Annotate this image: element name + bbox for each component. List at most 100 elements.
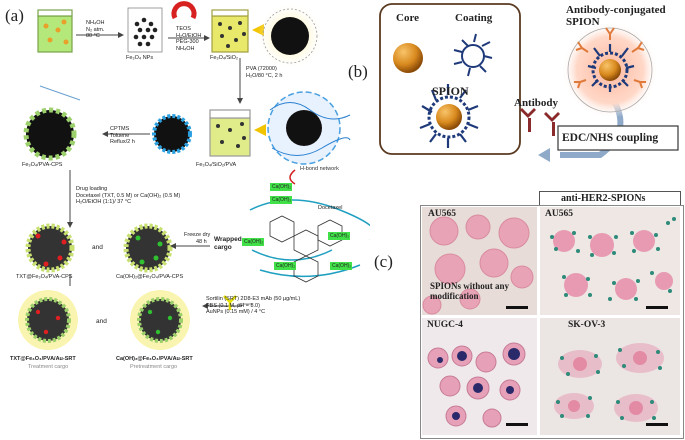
cptms-solvent: Toluene (110, 132, 130, 139)
caption-line1: SPIONs without any (430, 281, 510, 291)
label-spion: SPION (432, 84, 469, 98)
beaker-fe3o4-sio2-pva (209, 109, 251, 157)
panel-b-graphics (379, 3, 679, 162)
conjugated-line1: Antibody-conjugated (566, 4, 666, 16)
cell-label-3: NUGC-4 (427, 320, 463, 330)
conjugated-line2: SPION (566, 16, 600, 28)
label-antibody: Antibody (514, 97, 559, 109)
drug-loading-title: Drug loading (76, 186, 108, 192)
micrograph-nugc4 (422, 318, 537, 435)
caption-line2: modification (430, 291, 479, 301)
antibody-shape (520, 108, 560, 136)
cptms-step: CPTMS Toluene Reflux/2 h (110, 126, 135, 146)
reagent-temp: 80 °C (86, 33, 100, 39)
freeze-dry-step: Freeze dry 48 h (184, 232, 210, 245)
cptms-reagent: CPTMS (110, 126, 130, 132)
reagent-n2: N₂ atm. (86, 26, 105, 33)
cell-label-2: AU565 (545, 209, 573, 219)
fe3o4-pva-cps-particle (23, 107, 77, 161)
her2-header-box (539, 191, 681, 206)
pbs-reagent: PBS (0.1 M, pH = 8.0) (206, 302, 260, 309)
label-treatment: Treatment cargo (28, 364, 69, 370)
swirl-particle (152, 114, 192, 154)
conjugated-spion (562, 22, 658, 118)
txt-au-srt-particle (18, 290, 78, 350)
drug-loading-reagents: Docetaxel (TXT, 0.5 M) or Ca(OH)₂ (0.5 M… (76, 192, 181, 199)
freeze-dry-label: Freeze dry (184, 232, 211, 238)
label-ca-au-srt: Ca(OH)₂@Fe₃O₄/PVA/Au-SRT (116, 356, 193, 362)
magnet-icon (171, 1, 197, 20)
caoh-tag-6: Ca(OH)₂ (332, 263, 352, 269)
sortilin-step: Sortilin (SRT) 2D8-E3 mAb (50 µg/mL) PBS… (206, 296, 300, 316)
step2-reagents: TEOS H₂O/EtOH PEG-300 NH₄OH (176, 26, 201, 52)
panel-a-graphics (18, 1, 370, 350)
sortilin-reagent: Sortilin (SRT) 2D8-E3 mAb (50 µg/mL) (206, 296, 301, 302)
cells-au565-control (422, 214, 534, 315)
panel-label-c: (c) (374, 252, 393, 271)
aunps-reagent: AuNPs (0.15 mM) / 4 °C (206, 309, 266, 315)
drug-loading-step: Drug loading Docetaxel (TXT, 0.5 M) or C… (76, 186, 180, 206)
micrograph-grid (420, 205, 684, 439)
docetaxel-network (242, 169, 370, 283)
caoh-tag-4: Ca(OH)₂ (244, 239, 264, 245)
caoh-tag-5: Ca(OH)₂ (276, 263, 296, 269)
micrograph-au565-control (422, 207, 537, 315)
panel-label-b: (b) (348, 62, 368, 81)
cells-nugc4 (427, 342, 526, 428)
scalebar-3 (506, 423, 528, 426)
pva-conditions: H₂O/80 °C, 2 h (246, 72, 283, 79)
label-coating: Coating (455, 12, 493, 24)
reagent-nh4oh: NH₄OH (86, 20, 105, 26)
cell-label-4: SK-OV-3 (568, 320, 606, 330)
wrapped-cargo: Wrapped cargo (214, 236, 242, 251)
pva-step: PVA (72000) H₂O/80 °C, 2 h (246, 66, 282, 79)
pva-network-particle (267, 91, 351, 165)
fe3o4-sio2-particle (256, 2, 324, 70)
step1-reagents: NH₄OH N₂ atm. 80 °C (86, 20, 104, 40)
caoh-tag-3: Ca(OH)₂ (330, 233, 350, 239)
edc-box (557, 125, 679, 151)
scalebar-2 (646, 306, 668, 309)
caoh-tag-2: Ca(OH)₂ (272, 197, 292, 203)
reagent-teos: TEOS (176, 26, 191, 32)
label-anti-her2: anti-HER2-SPIONs (561, 193, 646, 204)
cells-au565-her2 (550, 217, 676, 301)
label-ca-pva-cps: Ca(OH)₂@Fe₃O₄/PVA-CPS (116, 274, 184, 280)
core-sphere (393, 43, 423, 73)
label-conjugated: Antibody-conjugated SPION (566, 4, 666, 28)
cps-chain-icon (39, 85, 81, 101)
label-hbond: H-bond network (300, 166, 339, 172)
caoh-tag-1: Ca(OH)₂ (272, 184, 292, 190)
scalebar-1 (506, 306, 528, 309)
spion-particle (419, 84, 479, 148)
label-core: Core (396, 12, 420, 24)
and-2: and (96, 318, 107, 325)
caoh-au-srt-particle (130, 290, 190, 350)
coating-shape (453, 33, 493, 77)
and-1: and (92, 244, 103, 251)
pva-reagent: PVA (72000) (246, 66, 277, 72)
beaker-fe-ions (37, 9, 73, 53)
reagent-peg: PEG-300 (176, 39, 199, 45)
spion-frame (379, 3, 521, 155)
txt-loaded-particle (25, 223, 75, 273)
label-edc-coupling: EDC/NHS coupling (562, 132, 659, 144)
label-fe3o4-sio2: Fe₃O₄/SiO₂ (210, 55, 239, 61)
wrapped-label: Wrapped (214, 236, 242, 243)
cptms-conditions: Reflux/2 h (110, 139, 135, 145)
label-pretreatment: Pretreatment cargo (130, 364, 178, 370)
label-txt-au-srt: TXT@Fe₃O₄/PVA/Au-SRT (10, 356, 76, 362)
freeze-dry-time: 48 h (196, 238, 207, 245)
caption-control: SPIONs without any modification (430, 281, 509, 301)
label-fe3o4-nps: Fe₃O₄ NPs (126, 55, 154, 61)
micrograph-au565-her2 (540, 207, 680, 315)
drug-loading-conditions: H₂O/EtOH (1:1)/ 37 °C (76, 199, 132, 205)
cargo-label: cargo (214, 243, 232, 251)
caoh-loaded-particle (123, 223, 173, 273)
label-fe3o4-pva-cps: Fe₃O₄/PVA-CPS (22, 162, 63, 168)
reagent-h2o-etoh: H₂O/EtOH (176, 32, 202, 39)
fe3o4-nanoparticles (127, 7, 163, 53)
reagent-nh4oh-2: NH₄OH (176, 45, 195, 52)
label-fe3o4-sio2-pva: Fe₃O₄/SiO₂/PVA (196, 162, 237, 168)
label-docetaxel: Docetaxel (318, 205, 343, 211)
